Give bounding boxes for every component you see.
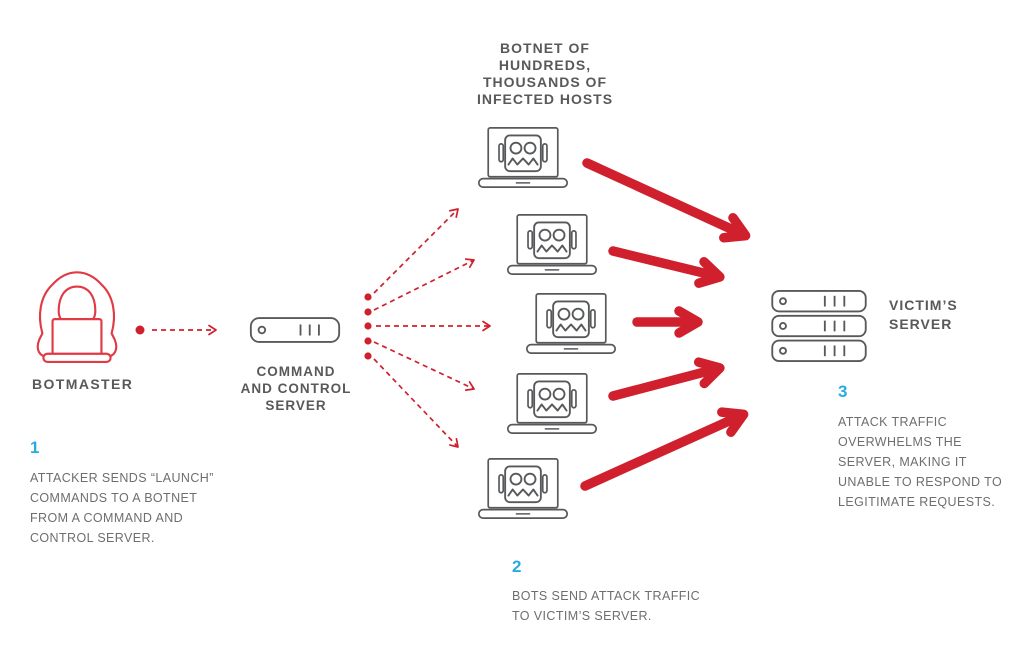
bot-laptop-4 xyxy=(505,372,599,435)
bot-laptop-3 xyxy=(524,292,618,355)
step-1-text: ATTACKER SENDS “LAUNCH” COMMANDS TO A BO… xyxy=(30,471,214,545)
step-2: 2 BOTS SEND ATTACK TRAFFIC TO VICTIM’S S… xyxy=(512,557,700,626)
bot-laptop-icon xyxy=(506,373,598,434)
victim-server-icon-wrap xyxy=(770,289,868,363)
hooded-attacker-laptop-icon xyxy=(36,271,118,363)
bot-laptop-icon xyxy=(525,293,617,354)
step-1: 1 ATTACKER SENDS “LAUNCH” COMMANDS TO A … xyxy=(30,438,214,548)
cnc-to-bots-dashed-arrows xyxy=(373,208,491,448)
botmaster-to-cnc-dashed-arrow xyxy=(135,324,217,336)
botmaster-icon-wrap xyxy=(26,256,128,368)
step-1-number: 1 xyxy=(30,438,41,457)
bot-laptop-icon xyxy=(477,458,569,519)
bot-laptop-1 xyxy=(476,126,570,189)
server-stack-icon xyxy=(771,290,867,362)
cnc-server-label: COMMAND AND CONTROL SERVER xyxy=(240,364,352,413)
bot-laptop-5 xyxy=(476,457,570,520)
step-2-text: BOTS SEND ATTACK TRAFFIC TO VICTIM’S SER… xyxy=(512,589,701,623)
bot-laptop-icon xyxy=(477,127,569,188)
cnc-output-dots xyxy=(364,293,372,360)
botmaster-label: BOTMASTER xyxy=(32,376,134,392)
step-3-number: 3 xyxy=(838,382,849,401)
step-2-number: 2 xyxy=(512,557,523,576)
bot-laptop-icon xyxy=(506,214,598,275)
victim-server-label: VICTIM’S SERVER xyxy=(889,297,958,332)
step-3-text: ATTACK TRAFFIC OVERWHELMS THE SERVER, MA… xyxy=(838,415,1003,509)
step-3: 3 ATTACK TRAFFIC OVERWHELMS THE SERVER, … xyxy=(838,382,1002,512)
bot-laptop-2 xyxy=(505,213,599,276)
server-unit-icon xyxy=(249,317,341,343)
cnc-server-icon-wrap xyxy=(249,315,341,345)
botnet-header: BOTNET OF HUNDREDS, THOUSANDS OF INFECTE… xyxy=(476,40,614,107)
